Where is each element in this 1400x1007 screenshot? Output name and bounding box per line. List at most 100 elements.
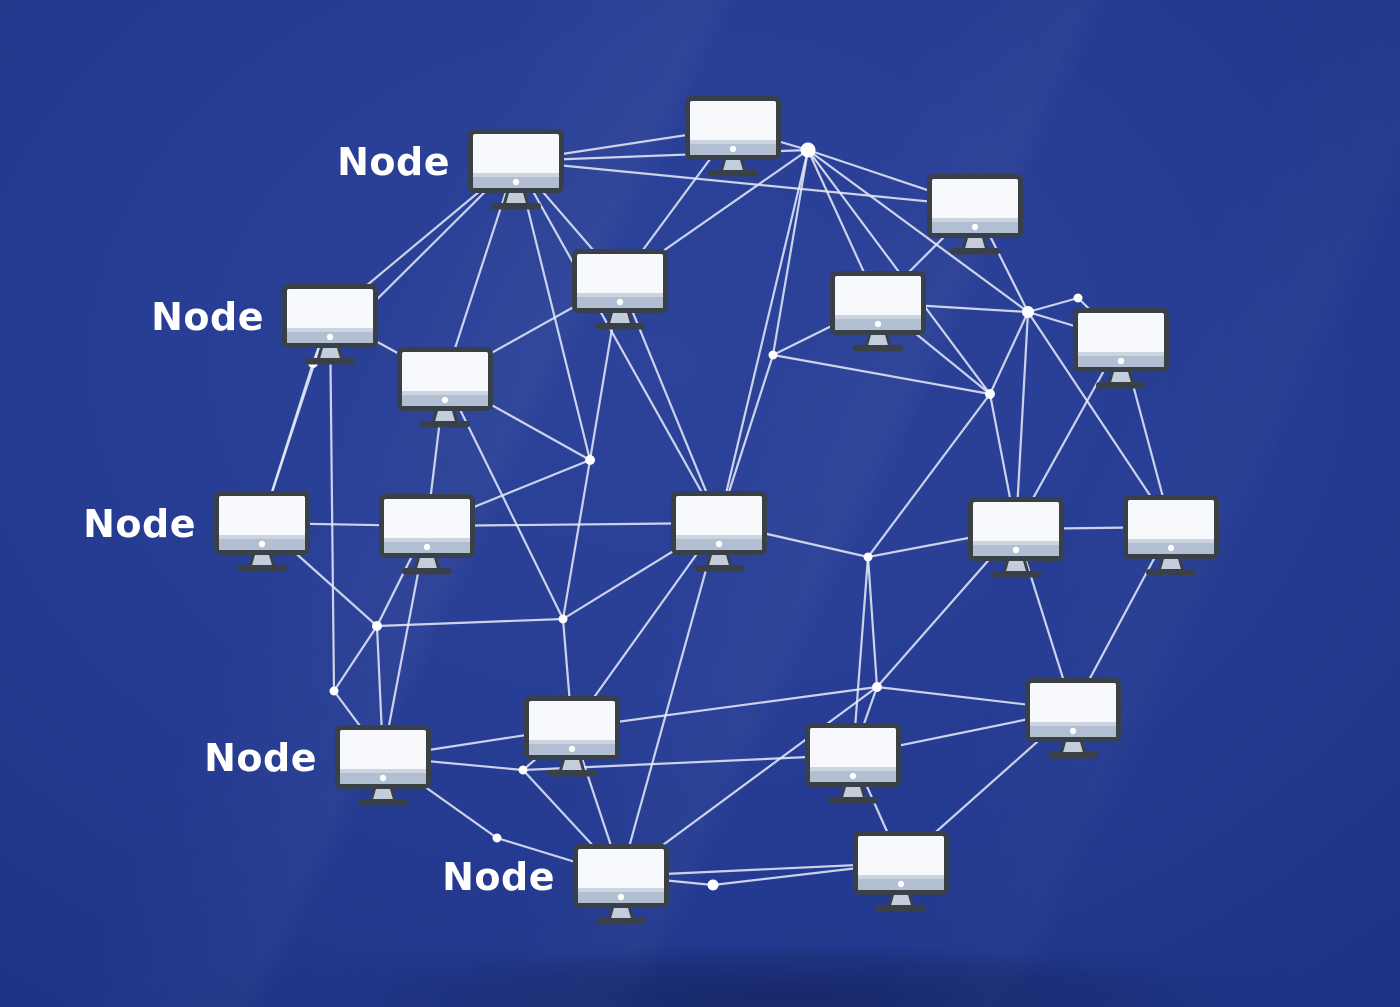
junction-dot: [1073, 293, 1083, 303]
monitor-stand-base: [1048, 752, 1098, 759]
monitor-stand-neck: [248, 551, 276, 569]
computer-node-icon: [1123, 495, 1219, 576]
computer-node-icon: [214, 491, 310, 572]
monitor-stand-base: [828, 797, 878, 804]
monitor-camera-dot: [715, 540, 723, 548]
monitor-camera-dot: [1012, 546, 1020, 554]
monitor-stand-base: [853, 345, 903, 352]
node-label: Node: [337, 140, 450, 184]
monitor-camera-dot: [326, 333, 334, 341]
monitor-bar-highlight: [1030, 722, 1116, 726]
computer-node-icon: [573, 844, 669, 925]
network-edge: [443, 159, 518, 381]
monitor-camera-dot: [616, 298, 624, 306]
monitor-stand-neck: [606, 309, 634, 327]
computer-nodes: [214, 96, 1219, 925]
monitor-stand-neck: [839, 783, 867, 801]
network-edge: [514, 159, 721, 525]
junction-dot: [768, 350, 778, 360]
monitor-stand-neck: [607, 904, 635, 922]
monitor-stand-neck: [413, 554, 441, 572]
network-edge: [988, 310, 1030, 396]
junction-dot: [1022, 306, 1034, 318]
monitor-stand-base: [237, 565, 287, 572]
computer-node-icon: [671, 491, 767, 572]
monitor-stand-neck: [369, 785, 397, 803]
monitor-stand-neck: [558, 756, 586, 774]
monitor-stand-neck: [887, 891, 915, 909]
computer-node-icon: [397, 347, 493, 428]
monitor-stand-base: [950, 248, 1000, 255]
monitor-stand-base: [305, 358, 355, 365]
monitor-camera-dot: [423, 543, 431, 551]
network-edge: [561, 458, 592, 621]
computer-node-icon: [685, 96, 781, 177]
monitor-bar-highlight: [858, 875, 944, 879]
network-edge: [866, 555, 879, 689]
junction-dot: [707, 879, 719, 891]
network-edge: [570, 685, 879, 730]
monitor-camera-dot: [874, 320, 882, 328]
computer-node-icon: [805, 723, 901, 804]
monitor-stand-neck: [431, 407, 459, 425]
monitor-stand-base: [491, 203, 541, 210]
monitor-bar-highlight: [932, 218, 1018, 222]
junction-dot: [329, 686, 339, 696]
monitor-stand-neck: [719, 156, 747, 174]
monitor-camera-dot: [512, 178, 520, 186]
monitor-camera-dot: [1167, 544, 1175, 552]
junction-dot: [872, 682, 882, 692]
monitor-stand-neck: [1107, 368, 1135, 386]
monitor-bar-highlight: [973, 541, 1059, 545]
network-edge: [1026, 296, 1080, 314]
monitor-stand-base: [1096, 382, 1146, 389]
monitor-camera-dot: [729, 145, 737, 153]
network-edge: [570, 521, 721, 730]
monitor-stand-neck: [316, 344, 344, 362]
monitor-bar-highlight: [529, 740, 615, 744]
monitor-camera-dot: [568, 745, 576, 753]
computer-node-icon: [379, 494, 475, 575]
junction-dot: [558, 614, 568, 624]
monitor-camera-dot: [1069, 727, 1077, 735]
monitor-stand-neck: [1157, 555, 1185, 573]
monitor-stand-base: [358, 799, 408, 806]
monitor-camera-dot: [379, 774, 387, 782]
computer-node-icon: [524, 696, 620, 777]
monitor-bar-highlight: [810, 767, 896, 771]
monitor-bar-highlight: [1128, 539, 1214, 543]
computer-node-icon: [1025, 678, 1121, 759]
node-label: Node: [151, 295, 264, 339]
node-label: Node: [204, 736, 317, 780]
monitor-bar-highlight: [835, 315, 921, 319]
monitor-bar-highlight: [219, 535, 305, 539]
junction-dot: [863, 552, 873, 562]
monitor-bar-highlight: [1078, 352, 1164, 356]
junction-dot: [800, 142, 816, 158]
ground-shadow: [120, 940, 1400, 1007]
monitor-bar-highlight: [578, 888, 664, 892]
monitor-bar-highlight: [577, 293, 663, 297]
computer-node-icon: [468, 129, 564, 210]
monitor-stand-neck: [864, 331, 892, 349]
network-edge: [866, 392, 992, 559]
network-edge: [806, 148, 1030, 314]
monitor-camera-dot: [1117, 357, 1125, 365]
network-edge: [514, 159, 977, 208]
network-edge: [851, 555, 870, 757]
monitor-stand-base: [1146, 569, 1196, 576]
junction-dot: [985, 389, 995, 399]
network-edge: [425, 521, 721, 528]
monitor-bar-highlight: [402, 391, 488, 395]
network-edge: [1026, 310, 1173, 529]
node-label: Node: [83, 502, 196, 546]
junction-dots: [308, 142, 1083, 891]
monitor-stand-base: [595, 323, 645, 330]
node-label: Node: [442, 855, 555, 899]
network-edge: [717, 148, 810, 525]
monitor-camera-dot: [258, 540, 266, 548]
monitor-bar-highlight: [690, 140, 776, 144]
